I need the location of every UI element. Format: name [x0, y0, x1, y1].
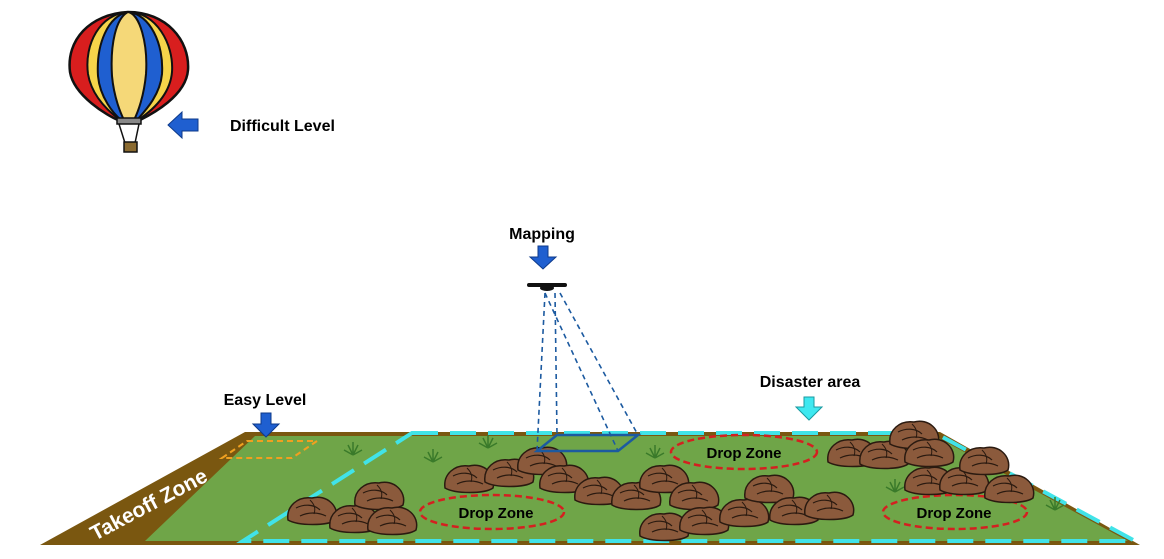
- difficult-level-arrow-icon: [167, 110, 199, 140]
- rock-cluster-right-top: [827, 420, 955, 470]
- camera-frustum: [533, 292, 642, 453]
- drop-zone-2: Drop Zone: [418, 493, 566, 531]
- mapping-arrow-icon: [528, 245, 558, 270]
- drop-zone-label: Drop Zone: [917, 505, 992, 522]
- mapping-label: Mapping: [509, 226, 575, 243]
- drop-zone-1: Drop Zone: [669, 433, 819, 471]
- easy-level-arrow-icon: [251, 412, 281, 438]
- drone-icon: [527, 283, 567, 291]
- drop-zone-label: Drop Zone: [459, 505, 534, 522]
- easy-level-zone: [218, 440, 321, 459]
- disaster-area-arrow-icon: [794, 396, 824, 421]
- easy-level-label: Easy Level: [224, 392, 307, 409]
- drop-zone-3: Drop Zone: [881, 493, 1029, 531]
- disaster-area-boundary: [236, 431, 1136, 543]
- drop-zone-label: Drop Zone: [707, 445, 782, 462]
- disaster-area-label: Disaster area: [760, 374, 861, 391]
- hot-air-balloon-icon: [68, 10, 190, 153]
- difficult-level-label: Difficult Level: [230, 118, 335, 135]
